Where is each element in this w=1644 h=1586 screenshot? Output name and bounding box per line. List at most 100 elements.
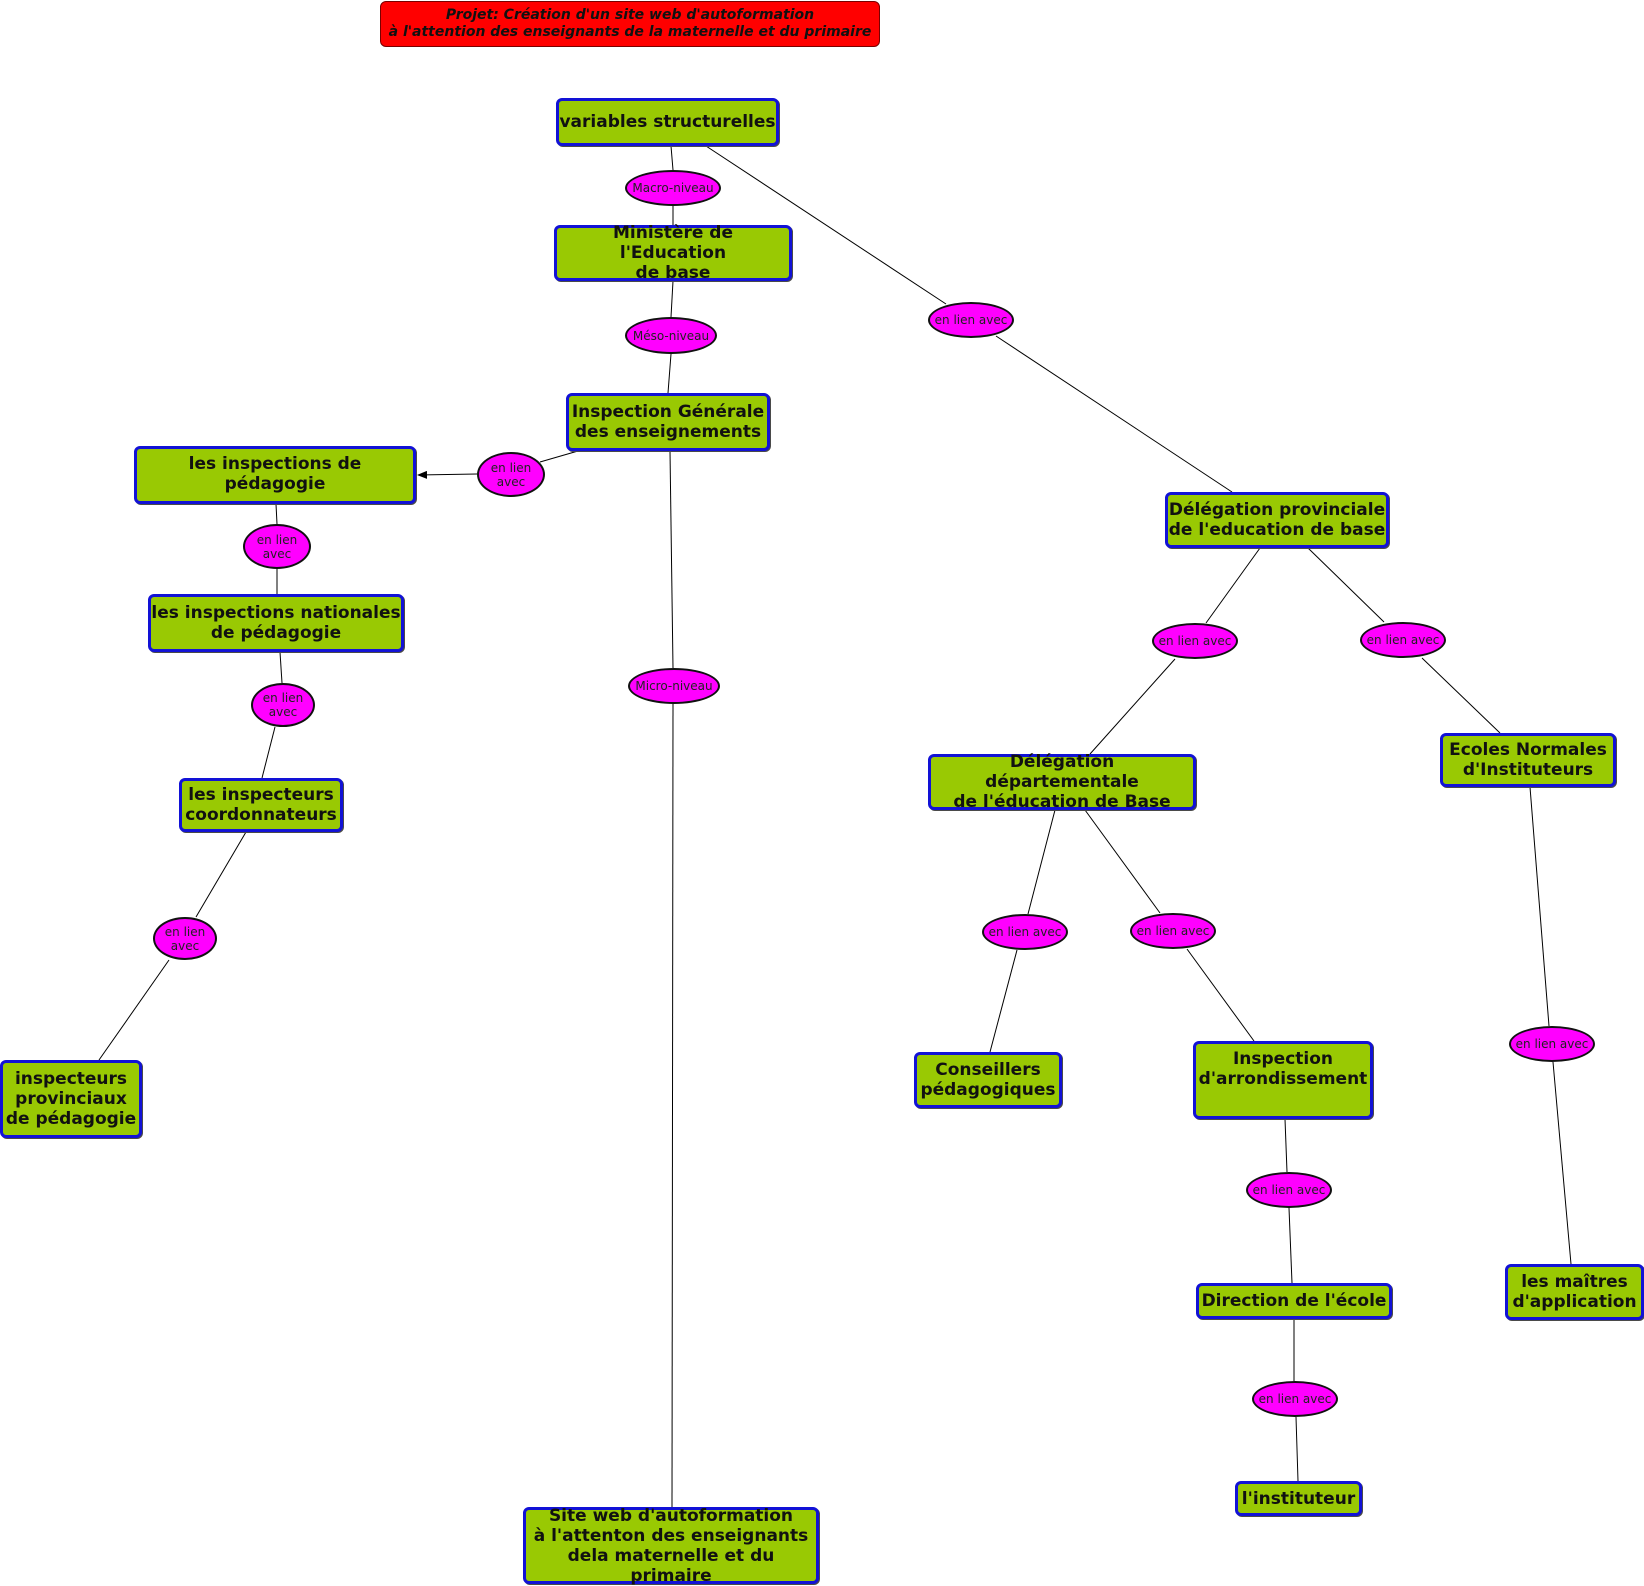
link-meso-niveau[interactable]: Méso-niveau [625,317,717,354]
text-line: avec [268,705,298,719]
text-line: variables structurelles [559,112,776,132]
connector-link-to-provinciaux [98,959,170,1061]
text-line: Délégation provinciale [1168,500,1386,520]
connector-departementale-to-link-left [1027,809,1056,915]
text-line: en lien [262,691,304,705]
text-line: de pédagogie [210,623,342,643]
connector-ministere-to-meso [670,280,674,318]
text-line: Micro-niveau [635,679,713,693]
connector-delegation-to-link-right [1307,547,1385,623]
text-line: Site web d'autoformation [548,1505,794,1526]
connector-link-to-maitres [1552,1061,1572,1265]
connector-inspection-generale-to-link [539,450,579,463]
link-macro-niveau[interactable]: Macro-niveau [625,170,721,206]
text-line: d'arrondissement [1198,1069,1368,1089]
link-delegation-ecoles-normales[interactable]: en lien avec [1360,622,1446,658]
connector-inspections-to-link [275,503,278,525]
text-line: en lien avec [1158,634,1232,648]
connector-link-to-coordonnateurs [261,726,276,779]
link-variables-delegation[interactable]: en lien avec [928,302,1014,338]
connector-variables-to-link [705,145,947,305]
text-line: l'instituteur [1241,1488,1356,1509]
text-line: les inspections nationales [151,603,401,623]
text-line: en lien [164,924,206,939]
text-line: provinciaux [15,1089,127,1109]
connector-departementale-to-link-right [1084,809,1161,914]
connector-link-to-direction [1288,1207,1293,1284]
text-line: avec [262,546,292,561]
link-departementale-arrondissement[interactable]: en lien avec [1130,913,1216,949]
text-line: les inspections de pédagogie [188,454,362,494]
concept-direction-ecole[interactable]: Direction de l'école [1196,1283,1392,1319]
connector-inspection-generale-to-micro [669,450,674,669]
text-line: pédagogiques [920,1080,1056,1100]
connector-nationales-to-link [279,651,283,684]
concept-inspections-pedagogie[interactable]: les inspections de pédagogie [134,446,416,504]
project-title-banner: Projet: Création d'un site web d'autofor… [380,1,880,47]
text-line: inspecteurs [14,1069,128,1089]
text-line: Inspection Générale [571,402,765,422]
text-line: dela maternelle et du primaire [567,1545,775,1586]
connector-link-to-instituteur [1295,1416,1299,1482]
text-line: les inspecteurs [188,785,334,805]
connector-link-to-delegation-provinciale [995,335,1233,493]
text-line: en lien avec [1252,1183,1326,1197]
text-line: Méso-niveau [632,328,710,343]
connector-ecoles-normales-to-link [1529,786,1550,1027]
link-micro-niveau[interactable]: Micro-niveau [628,668,720,704]
link-ecoles-maitres[interactable]: en lien avec [1509,1026,1595,1062]
connector-link-to-conseillers [989,949,1018,1053]
link-arrondissement-direction[interactable]: en lien avec [1246,1172,1332,1208]
connector-arrondissement-to-link [1284,1118,1288,1173]
text-line: de pédagogie [5,1109,137,1129]
connector-micro-to-site-web [671,703,674,1508]
text-line: d'application [1512,1292,1637,1312]
text-line: des enseignements [574,422,762,442]
text-line: avec [496,474,526,489]
text-line: Ministère de l'Education [613,223,733,263]
link-delegation-departementale[interactable]: en lien avec [1152,623,1238,659]
concept-instituteur[interactable]: l'instituteur [1235,1481,1362,1516]
connector-delegation-to-link-left [1205,547,1261,624]
text-line: en lien avec [1515,1037,1589,1051]
text-line: Inspection [1232,1049,1334,1069]
text-line: en lien avec [934,313,1008,327]
connector-link-to-ecoles-normales [1421,657,1501,734]
text-line: en lien [256,532,298,547]
text-line: en lien [490,460,532,475]
link-direction-instituteur[interactable]: en lien avec [1252,1381,1338,1417]
text-line: d'Instituteurs [1462,760,1594,780]
connector-coordonnateurs-to-link [195,831,247,918]
text-line: de l'education de base [1168,520,1386,540]
link-departementale-conseillers[interactable]: en lien avec [982,914,1068,950]
connector-variables-to-macro [670,145,674,171]
project-title-line-2: à l'attention des enseignants de la mate… [388,24,872,40]
text-line: Macro-niveau [632,181,714,195]
text-line: en lien avec [988,925,1062,939]
text-line: en lien avec [1258,1392,1332,1406]
text-line: Ecoles Normales [1449,740,1607,760]
text-line: les maîtres [1521,1272,1628,1292]
connector-link-to-arrondissement [1186,948,1255,1042]
project-title-line-1: Projet: Création d'un site web d'autofor… [445,7,815,23]
text-line: de base [635,263,711,283]
concept-variables-structurelles[interactable]: variables structurelles [556,98,779,146]
